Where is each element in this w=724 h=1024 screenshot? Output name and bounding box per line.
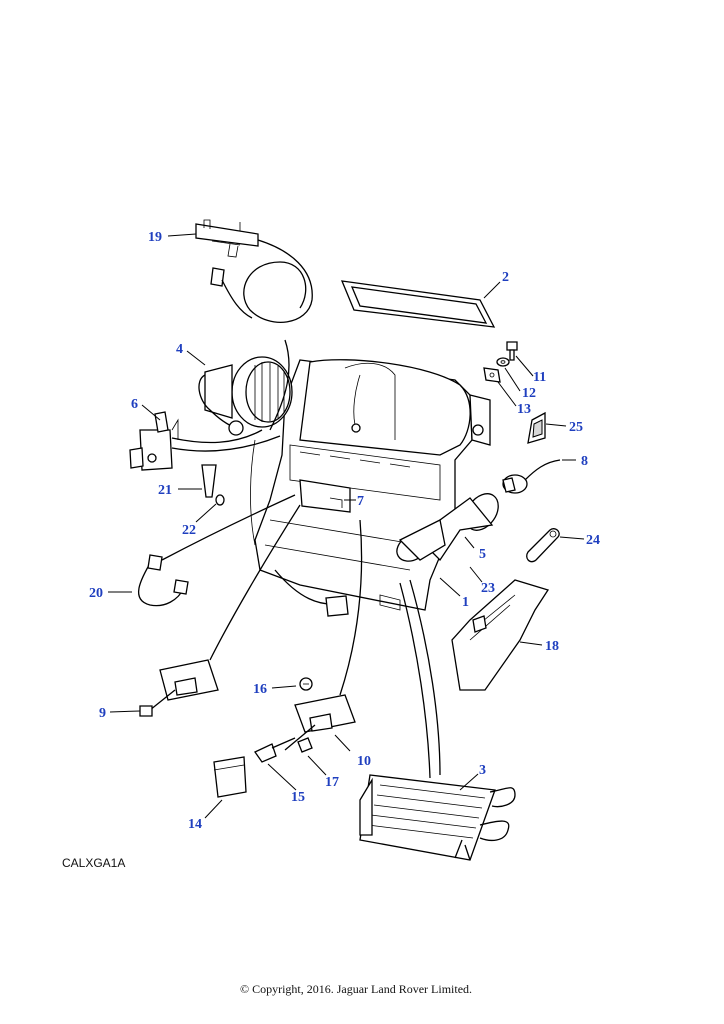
pipe-inlet xyxy=(399,582,431,779)
callout-17: 17 xyxy=(325,775,339,790)
callout-16: 16 xyxy=(253,682,267,697)
actuator-7 xyxy=(299,479,351,513)
heater-housing xyxy=(250,359,491,611)
duct-21 xyxy=(201,464,217,498)
connector-lower xyxy=(325,595,349,617)
pipe-outlet xyxy=(409,579,441,776)
grommet-22 xyxy=(215,494,225,506)
wiring-harness xyxy=(195,219,313,323)
callout-14: 14 xyxy=(188,817,202,832)
diagram-reference-code: CALXGA1A xyxy=(62,856,126,870)
callout-20: 20 xyxy=(89,586,103,601)
actuator-10 xyxy=(284,519,363,751)
clip-17 xyxy=(297,737,313,753)
callout-5: 5 xyxy=(479,547,486,562)
callout-15: 15 xyxy=(291,790,305,805)
callout-25: 25 xyxy=(569,420,583,435)
callout-9: 9 xyxy=(99,706,106,721)
callout-7: 7 xyxy=(357,494,364,509)
callout-2: 2 xyxy=(502,270,509,285)
callout-13: 13 xyxy=(517,402,531,417)
callout-labels: 1 2 3 4 5 6 7 8 9 10 11 12 13 14 15 16 1… xyxy=(89,230,600,832)
callout-6: 6 xyxy=(131,397,138,412)
callout-19: 19 xyxy=(148,230,162,245)
callout-4: 4 xyxy=(176,342,183,357)
actuator-6 xyxy=(129,411,281,471)
leader-lines xyxy=(108,233,585,819)
outlet-duct xyxy=(396,493,499,562)
copyright-notice: © Copyright, 2016. Jaguar Land Rover Lim… xyxy=(239,982,473,996)
screw-11 xyxy=(506,341,518,361)
sensor-25 xyxy=(527,411,546,444)
callout-10: 10 xyxy=(357,754,371,769)
washer-12 xyxy=(496,357,510,367)
callout-11: 11 xyxy=(533,370,546,385)
duct-18 xyxy=(451,579,550,691)
sensor-8 xyxy=(502,459,561,494)
callout-12: 12 xyxy=(522,386,536,401)
pollen-filter xyxy=(340,280,496,328)
callout-22: 22 xyxy=(182,523,196,538)
harness-lead-20 xyxy=(138,494,296,607)
sensor-24 xyxy=(526,528,560,563)
callout-24: 24 xyxy=(586,533,600,548)
blower-motor xyxy=(198,356,293,436)
module-14 xyxy=(213,756,247,798)
screw-16 xyxy=(299,677,313,691)
callout-1: 1 xyxy=(462,595,469,610)
callout-23: 23 xyxy=(481,581,495,596)
link-15 xyxy=(254,737,296,763)
callout-8: 8 xyxy=(581,454,588,469)
harness-run-upper xyxy=(269,339,290,431)
callout-21: 21 xyxy=(158,483,172,498)
clip-13 xyxy=(483,367,501,383)
heater-matrix xyxy=(359,774,516,861)
actuator-9 xyxy=(139,504,301,717)
callout-18: 18 xyxy=(545,639,559,654)
callout-3: 3 xyxy=(479,763,486,778)
